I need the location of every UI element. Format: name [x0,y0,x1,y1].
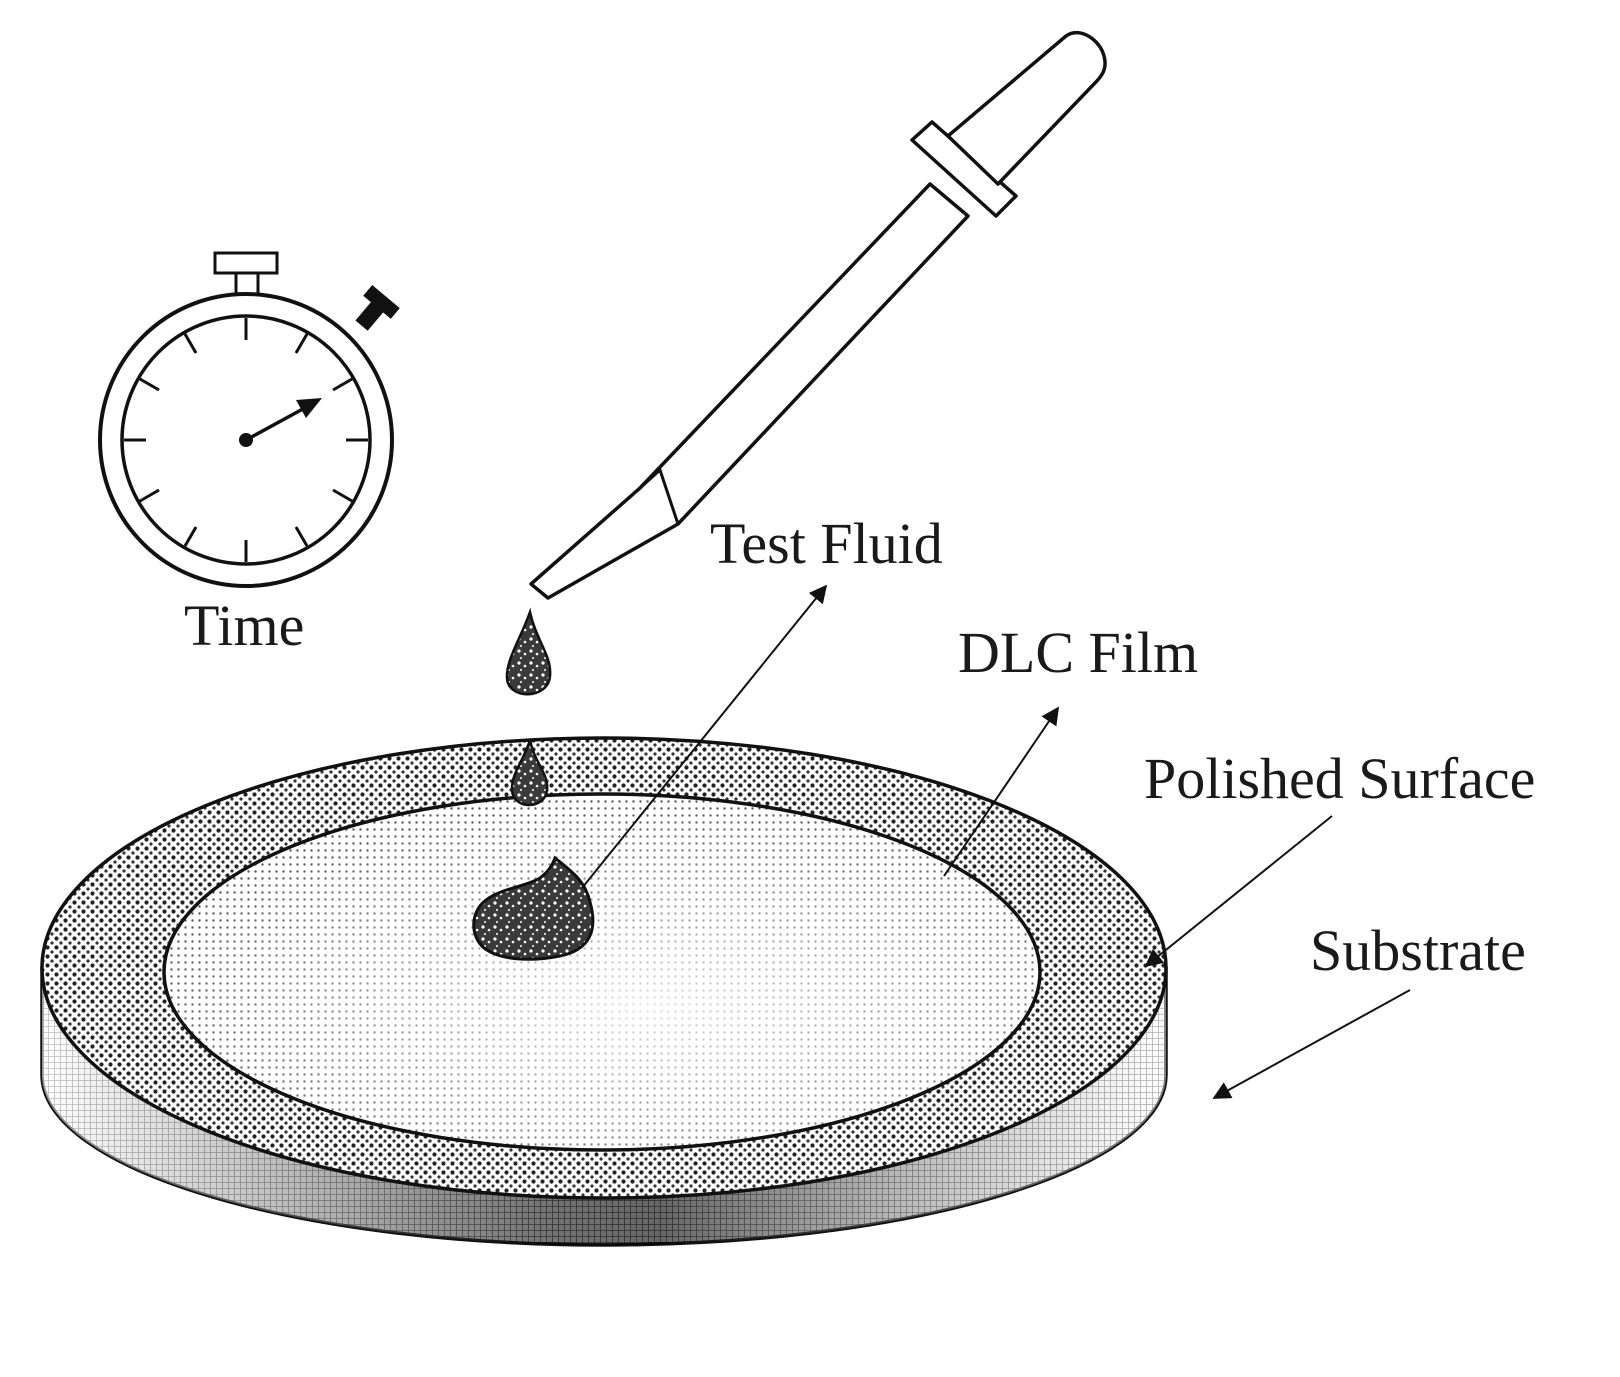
polished-surface-label: Polished Surface [1144,746,1535,811]
test-fluid-arrow [581,584,828,889]
droplet-icon [510,739,549,807]
test-fluid-label: Test Fluid [710,511,943,576]
substrate-disc [40,736,1168,1247]
time-label: Time [184,593,304,658]
stopwatch-icon [98,251,400,588]
polished-surface-arrow [1144,815,1333,968]
fluid-puddle [472,855,595,961]
dlc-film-label: DLC Film [958,620,1198,685]
substrate-label: Substrate [1310,918,1526,983]
substrate-arrow [1212,989,1411,1099]
leader-lines [581,584,1411,1099]
pipette-icon [529,30,1107,600]
droplets [472,607,595,961]
droplet-icon [505,607,552,696]
dlc-film-arrow [943,706,1060,877]
